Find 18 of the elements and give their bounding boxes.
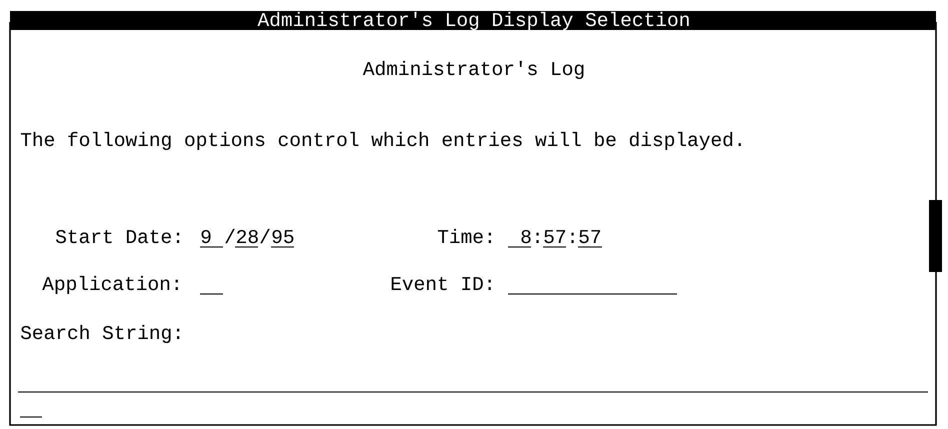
label: Start Date: <box>56 230 180 244</box>
label: 8 <box>521 230 531 244</box>
label: Search String: <box>20 324 180 344</box>
label: 28 <box>237 230 258 244</box>
label: : <box>571 232 574 243</box>
label: / <box>225 228 235 244</box>
label: Time: <box>438 228 491 244</box>
label: Event ID: <box>392 277 491 290</box>
label: 95 <box>272 230 294 244</box>
label: / <box>260 228 270 244</box>
label: 57 <box>544 230 566 244</box>
label: The following options control which entries will be displayed. <box>20 132 741 150</box>
label: Administrator's Log <box>362 60 584 80</box>
label: : <box>536 232 539 243</box>
label: 57 <box>579 230 600 244</box>
label: Application: <box>42 276 178 294</box>
label: 9 <box>202 230 211 244</box>
title-bar: Administrator's Log Display Selection <box>10 11 936 30</box>
